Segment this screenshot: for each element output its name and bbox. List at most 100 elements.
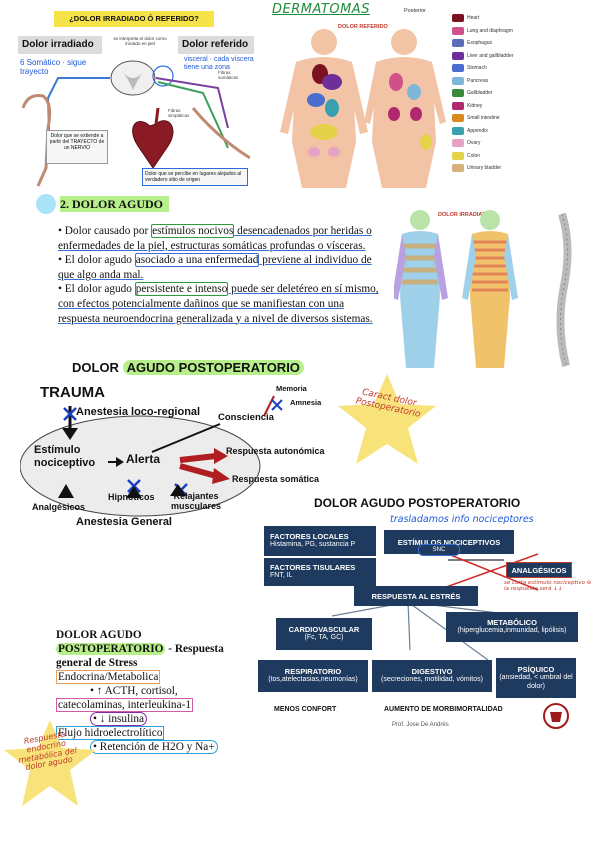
prof-credit: Prof. Jose De Andrés xyxy=(392,722,449,728)
estimulo-label: Estímulo nociceptivo xyxy=(34,444,96,470)
endo-title-1: DOLOR AGUDO xyxy=(56,629,142,641)
legend-label: Appendix xyxy=(467,127,488,134)
endo-line-4: • ↓ insulina xyxy=(56,712,242,726)
endo-line-5-text: Flujo hidroelectrolítico xyxy=(56,726,165,740)
panel-header: ¿DOLOR IRRADIADO Ó REFERIDO? xyxy=(54,11,214,27)
psiquico-title: PSÍQUICO xyxy=(517,665,555,675)
analgesicos-label: Analgésicos xyxy=(32,502,86,512)
endo-line-4-text: • ↓ insulina xyxy=(90,712,148,726)
endo-line-3: catecolaminas, interleukina-1 xyxy=(56,698,242,712)
star-shape-2 xyxy=(4,720,96,806)
consciencia-label: Consciencia xyxy=(218,412,274,423)
bullet-1-highlight: estímulos nocivos xyxy=(151,224,235,238)
legend-swatch xyxy=(452,139,464,148)
endo-title-2: POSTOPERATORIO xyxy=(56,643,166,655)
bullet-3-highlight: persistente e intenso xyxy=(134,282,229,297)
bullet-2: • El dolor agudo asociado a una enfermed… xyxy=(58,253,380,282)
endo-line-3-text: catecolaminas, interleukina-1 xyxy=(56,698,193,712)
section-title: 2. DOLOR AGUDO xyxy=(60,196,170,212)
cardiovascular-box: CARDIOVASCULAR (Fc, TA, GC) xyxy=(276,618,372,650)
postop-diagram-2-arrows xyxy=(331,549,539,661)
postop-title-1-a: DOLOR xyxy=(72,360,123,375)
respiratorio-box: RESPIRATORIO (tos,atelectasias,neumonías… xyxy=(258,660,368,692)
endo-title-line: POSTOPERATORIO - Respuesta general de St… xyxy=(56,642,242,670)
body-figures xyxy=(280,29,446,188)
legend-row: Pancreas xyxy=(452,75,542,88)
factores-tisulares-sub: FNT, IL xyxy=(270,572,293,580)
legend-swatch xyxy=(452,14,464,23)
respuesta-somatica-label: Respuesta somática xyxy=(232,474,320,484)
legend-label: Lung and diaphragm xyxy=(467,27,513,34)
dermatomas-panel: DERMATOMAS DOLOR REFERIDO Posterior Hear… xyxy=(256,2,586,188)
bullet-1-rest: desencadenados por heridas o enfermedade… xyxy=(58,225,372,252)
snc-badge: SNC xyxy=(418,544,460,556)
metabolico-box: METABÓLICO (hiperglucemia,inmunidad, lip… xyxy=(446,612,578,642)
note-nerve-path: Dolor que se extiende a partir del TRAYE… xyxy=(46,130,108,164)
legend-swatch xyxy=(452,114,464,123)
digestivo-title: DIGESTIVO xyxy=(411,667,453,677)
postop-title-1: DOLOR AGUDO POSTOPERATORIO xyxy=(72,360,304,375)
metabolico-sub: (hiperglucemia,inmunidad, lipólisis) xyxy=(457,627,567,635)
legend-row: Stomach xyxy=(452,62,542,75)
factores-locales-box: FACTORES LOCALES Histamina, PG, sustanci… xyxy=(264,526,376,556)
star-note-2: Respuesta endocrino metabólica del dolor… xyxy=(0,718,100,808)
aumento-morbimortalidad-label: AUMENTO DE MORBIMORTALIDAD xyxy=(384,706,503,713)
psiquico-box: PSÍQUICO (ansiedad, < umbral del dolor) xyxy=(496,658,576,698)
section-number-badge xyxy=(36,194,56,214)
menos-confort-label: MENOS CONFORT xyxy=(274,706,337,713)
irradiado-referido-panel: ¿DOLOR IRRADIADO Ó REFERIDO? Dolor irrad… xyxy=(18,8,254,190)
section-title-text: 2. DOLOR AGUDO xyxy=(60,197,164,211)
legend-row: Esophagus xyxy=(452,37,542,50)
amnesia-label: Amnesia xyxy=(290,398,322,407)
digestivo-box: DIGESTIVO (secreciones, motilidad, vómit… xyxy=(372,660,492,692)
note-referred-text: Dolor que se percibe en lugares alejados… xyxy=(145,171,242,183)
endo-line-6: • Retención de H2O y Na+ xyxy=(56,740,242,754)
legend-swatch xyxy=(452,39,464,48)
analgesicos-box: ANALGÉSICOS xyxy=(506,562,572,578)
bullet-2-highlight: asociado a una enfermedad xyxy=(134,253,260,268)
legend-swatch xyxy=(452,26,464,35)
anestesia-general-label: Anestesia General xyxy=(76,516,172,528)
bullet-1: • Dolor causado por estímulos nocivos de… xyxy=(58,224,380,253)
center-note: se interpreta el dolor como iniciado en … xyxy=(113,36,167,46)
dermatome-drawing xyxy=(394,210,572,368)
memoria-label: Memoria xyxy=(276,384,307,393)
postop-title-1-b: AGUDO POSTOPERATORIO xyxy=(122,360,304,375)
trauma-label: TRAUMA xyxy=(40,384,105,401)
postop-diagram-1: TRAUMA Anestesia loco-regional Estímulo … xyxy=(20,380,340,530)
legend-row: Ovary xyxy=(452,137,542,150)
anestesia-loco-label: Anestesia loco-regional xyxy=(76,406,201,418)
legend-label: Gallbladder xyxy=(467,90,493,97)
bullet-2-rest: previene al individuo de que algo anda m… xyxy=(58,254,372,281)
star-shape-1 xyxy=(338,374,436,464)
endo-line-1-text: Endocrina/Metabolica xyxy=(56,670,161,684)
estimulos-nociceptivos-title: ESTÍMULOS NOCICEPTIVOS xyxy=(397,537,501,547)
legend-row: Lung and diaphragm xyxy=(452,25,542,38)
factores-locales-sub: Histamina, PG, sustancia P xyxy=(270,541,356,549)
legend-row: Heart xyxy=(452,12,542,25)
endo-line-1: Endocrina/Metabolica xyxy=(56,670,242,684)
legend-row: Small intestine xyxy=(452,112,542,125)
factores-tisulares-box: FACTORES TISULARES FNT, IL xyxy=(264,558,376,586)
endo-line-2: • ↑ ACTH, cortisol, xyxy=(90,685,178,697)
bullet-2-lead: • El dolor agudo xyxy=(58,254,135,267)
hand-note-left: 6 Somático · sigue trayecto xyxy=(20,58,87,76)
analgesicos-title: ANALGÉSICOS xyxy=(511,565,567,575)
bullet-3-lead: • El dolor agudo xyxy=(58,283,135,296)
legend-swatch xyxy=(452,164,464,173)
hand-note-right: visceral · cada víscera tiene una zona xyxy=(184,56,254,71)
dermatome-figure-label: DOLOR IRRADIADO xyxy=(438,212,491,218)
legend-swatch xyxy=(452,76,464,85)
postop2-hand-note: trasladamos info nociceptores xyxy=(390,514,534,525)
digestivo-sub: (secreciones, motilidad, vómitos) xyxy=(381,676,483,684)
fibras-simpaticas-label: Fibras simpáticas xyxy=(168,108,190,118)
factores-locales-title: FACTORES LOCALES xyxy=(270,532,349,542)
postop-diagram-1-graphics xyxy=(20,395,283,517)
dolor-referido-tag: DOLOR REFERIDO xyxy=(338,24,388,30)
label-dolor-referido: Dolor referido xyxy=(178,36,254,54)
endo-line-6-text: • Retención de H2O y Na+ xyxy=(90,740,218,754)
metabolico-title: METABÓLICO xyxy=(487,618,537,628)
factores-tisulares-title: FACTORES TISULARES xyxy=(270,563,356,573)
star-note-1: Caract dolor Postoperatorio xyxy=(332,372,442,468)
